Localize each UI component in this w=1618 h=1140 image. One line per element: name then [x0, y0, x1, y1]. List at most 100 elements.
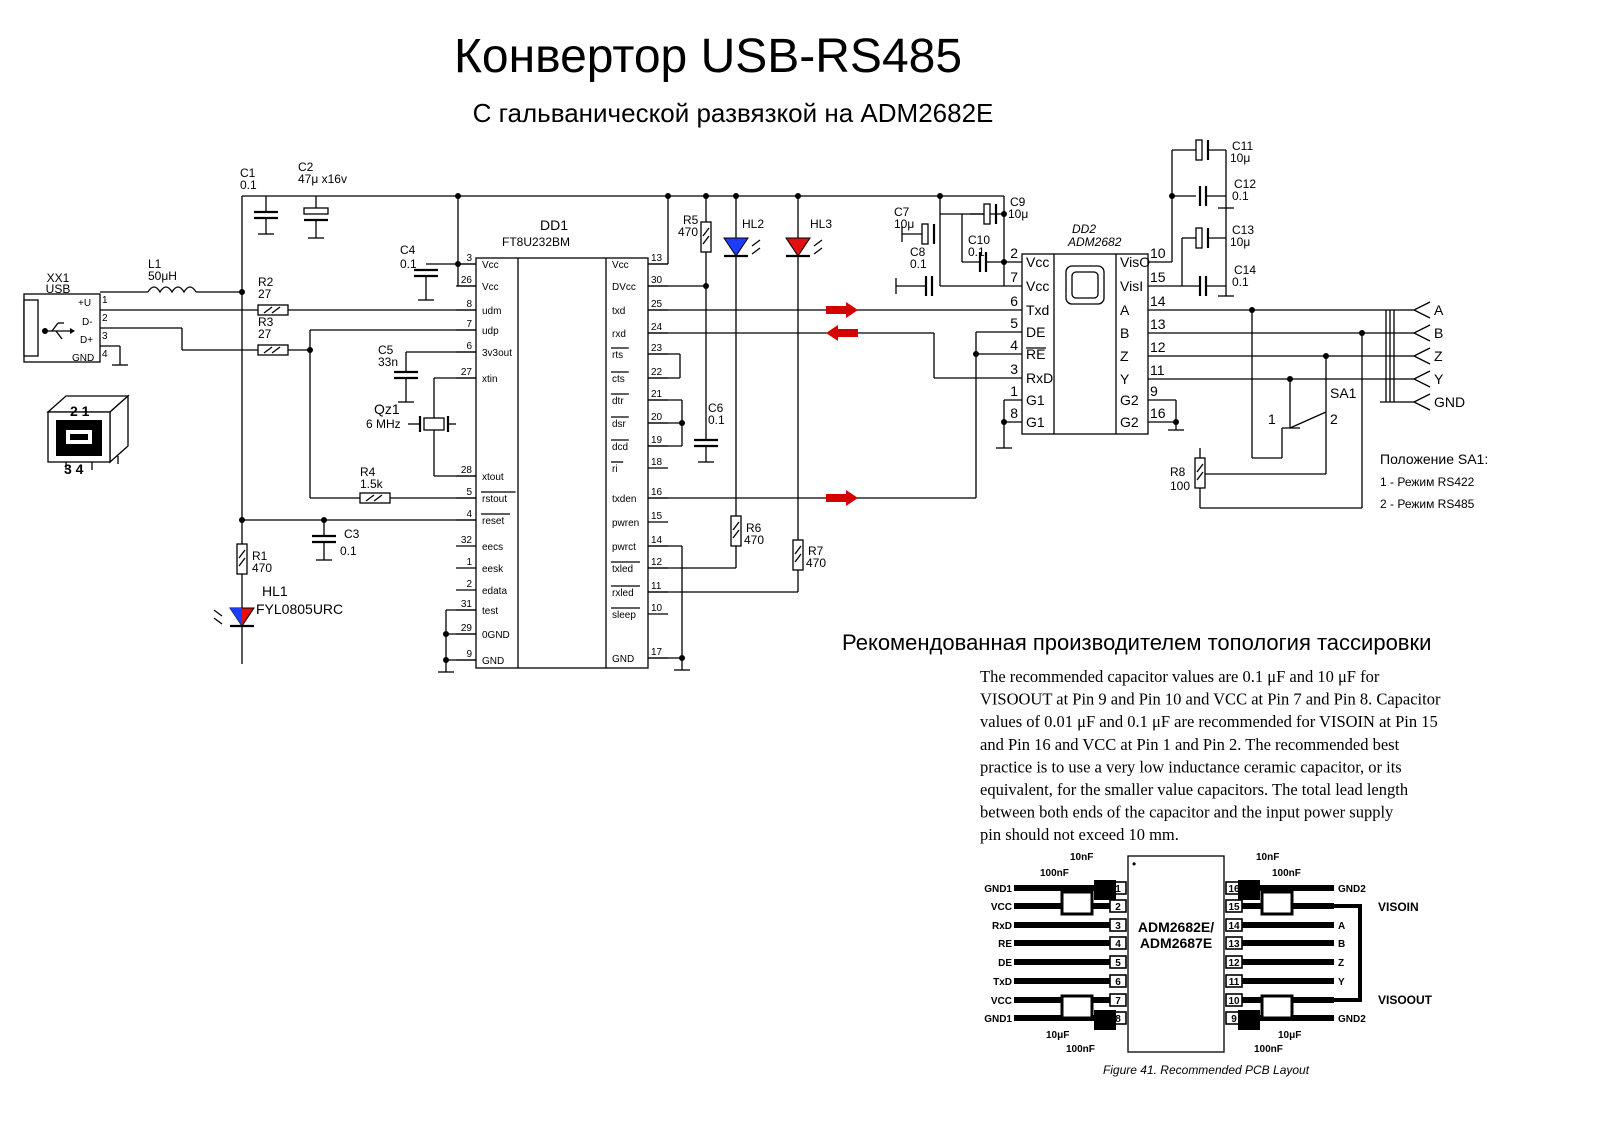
svg-text:32: 32 [461, 535, 473, 546]
arrow-txden [826, 490, 858, 506]
svg-text:+U: +U [78, 298, 91, 309]
svg-text:2 1: 2 1 [70, 403, 90, 419]
capacitor-c11: C11 10μ [1195, 139, 1253, 165]
layout-title: Рекомендованная производителем топология… [842, 630, 1431, 655]
svg-text:470: 470 [678, 225, 698, 239]
svg-text:A: A [1434, 302, 1444, 318]
svg-text:18: 18 [651, 457, 663, 468]
svg-text:12: 12 [651, 557, 663, 568]
figure-caption: Figure 41. Recommended PCB Layout [1103, 1063, 1310, 1077]
svg-text:Txd: Txd [1026, 302, 1049, 318]
svg-text:GND: GND [612, 654, 634, 665]
svg-text:XX1: XX1 [47, 271, 70, 285]
svg-text:pwrct: pwrct [612, 542, 636, 553]
pcb-right-pin: 11 Y [1225, 974, 1345, 988]
svg-text:Vcc: Vcc [1026, 254, 1049, 270]
svg-text:10μ: 10μ [1230, 151, 1250, 165]
svg-text:10μF: 10μF [1046, 1030, 1069, 1041]
svg-text:RE: RE [1026, 346, 1045, 362]
datasheet-line: pin should not exceed 10 mm. [980, 825, 1179, 844]
svg-text:9: 9 [466, 649, 472, 660]
svg-text:5: 5 [1115, 958, 1121, 969]
datasheet-line: practice is to use a very low inductance… [980, 757, 1402, 776]
svg-text:16: 16 [1228, 884, 1240, 895]
dd2-pin-Z: 12Z [1120, 339, 1166, 364]
svg-text:17: 17 [651, 647, 663, 658]
svg-text:udp: udp [482, 326, 499, 337]
ic-dd1: DD1 FT8U232BM 3Vcc26Vcc8udm7udp63v3out27… [456, 217, 668, 669]
svg-text:2: 2 [1330, 411, 1338, 427]
svg-text:13: 13 [651, 253, 663, 264]
svg-text:3: 3 [102, 331, 108, 342]
svg-text:•: • [1132, 857, 1136, 871]
svg-text:24: 24 [651, 322, 663, 333]
svg-text:GND: GND [72, 353, 94, 364]
dd2-pin-B: 13B [1120, 316, 1166, 341]
svg-text:9: 9 [1231, 1014, 1237, 1025]
capacitor-c3: C3 0.1 [312, 520, 360, 561]
svg-text:6: 6 [466, 341, 472, 352]
svg-text:1: 1 [1010, 383, 1018, 399]
svg-text:11: 11 [651, 581, 662, 592]
svg-text:GND2: GND2 [1338, 1014, 1366, 1025]
svg-text:3: 3 [1010, 361, 1018, 377]
datasheet-line: and Pin 16 and VCC at Pin 1 and Pin 2. T… [980, 735, 1400, 754]
svg-text:Z: Z [1120, 348, 1129, 364]
svg-text:R2: R2 [258, 275, 274, 289]
pcb-left-pin: 5 DE [998, 955, 1127, 969]
resistor-r7: R7 470 [792, 539, 826, 571]
svg-text:C2: C2 [298, 160, 314, 174]
svg-text:10nF: 10nF [1256, 852, 1279, 863]
svg-text:xtin: xtin [482, 374, 498, 385]
dd2-pin-Y: 11Y [1120, 362, 1165, 387]
svg-text:10μ: 10μ [1008, 207, 1028, 221]
dd2-pin-A: 14A [1120, 293, 1166, 318]
svg-text:0.1: 0.1 [240, 178, 257, 192]
svg-text:DE: DE [998, 958, 1012, 969]
svg-text:Y: Y [1120, 371, 1130, 387]
svg-text:25: 25 [651, 299, 663, 310]
svg-text:2: 2 [1010, 245, 1018, 261]
page-title: Конвертор USB-RS485 [454, 30, 962, 83]
svg-text:27: 27 [258, 327, 272, 341]
usb-icon [42, 322, 75, 340]
svg-text:udm: udm [482, 306, 501, 317]
svg-text:6 MHz: 6 MHz [366, 417, 401, 431]
svg-text:0.1: 0.1 [340, 544, 357, 558]
svg-text:27: 27 [258, 287, 272, 301]
svg-text:15: 15 [1228, 902, 1240, 913]
svg-text:VCC: VCC [991, 996, 1012, 1007]
svg-text:test: test [482, 606, 498, 617]
svg-text:R5: R5 [683, 213, 699, 227]
svg-text:9: 9 [1150, 383, 1158, 399]
svg-text:C1: C1 [240, 166, 256, 180]
svg-text:7: 7 [1115, 996, 1121, 1007]
svg-text:D+: D+ [80, 335, 93, 346]
svg-text:10μ: 10μ [1230, 235, 1250, 249]
svg-text:Z: Z [1434, 348, 1443, 364]
svg-text:10: 10 [1150, 245, 1166, 261]
capacitor-c2: C2 47μ x16v [298, 160, 347, 239]
svg-text:R6: R6 [746, 521, 762, 535]
pcb-left-pin: 4RE [998, 936, 1127, 950]
svg-text:11: 11 [1229, 977, 1240, 988]
svg-text:Y: Y [1338, 977, 1345, 988]
svg-text:11: 11 [1150, 362, 1165, 378]
svg-text:100nF: 100nF [1066, 1044, 1095, 1055]
svg-text:C12: C12 [1234, 177, 1256, 191]
svg-text:14: 14 [651, 535, 663, 546]
svg-text:txled: txled [612, 564, 633, 575]
svg-text:RxD: RxD [992, 921, 1012, 932]
svg-text:USB: USB [46, 282, 71, 296]
svg-text:RxD: RxD [1026, 370, 1053, 386]
svg-text:22: 22 [651, 367, 663, 378]
svg-text:VCC: VCC [991, 902, 1012, 913]
svg-text:10nF: 10nF [1070, 852, 1093, 863]
svg-text:1: 1 [102, 295, 108, 306]
